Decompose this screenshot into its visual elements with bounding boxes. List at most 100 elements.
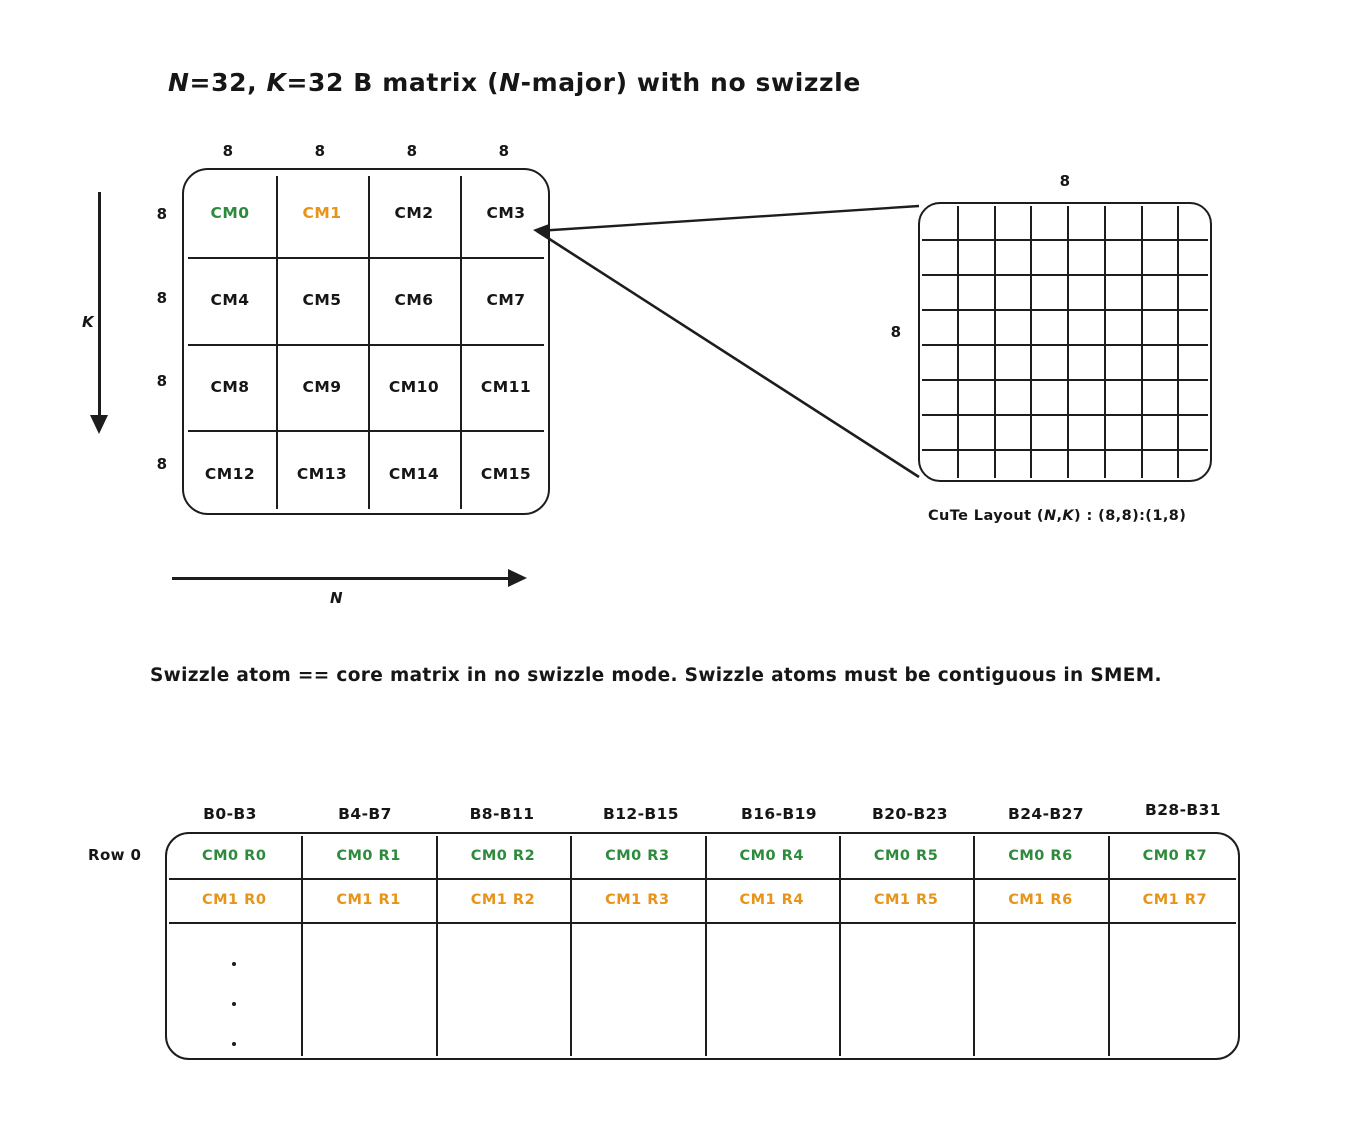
caption-seg-n: N (1043, 508, 1057, 524)
expanded-grid-top-dim: 8 (1059, 172, 1071, 190)
expanded-grid-caption: CuTe Layout (N,K) : (8,8):(1,8) (928, 508, 1186, 524)
byte-table-hline (169, 878, 1236, 880)
byte-table-cell-r0-c2: CM0 R2 (470, 848, 536, 864)
byte-table-cell-r0-c6: CM0 R6 (1008, 848, 1073, 864)
k-axis-line (98, 192, 101, 422)
core-matrix-cell-cm1: CM1 (302, 204, 342, 223)
k-axis-arrow-icon (90, 415, 108, 434)
expanded-grid-hline (922, 309, 1208, 311)
title-seg-4: =32 B matrix ( (286, 68, 500, 97)
core-matrix-cell-cm12: CM12 (204, 464, 256, 483)
byte-table-vline (1107, 836, 1110, 1056)
byte-table-cell-r2-c2 (436, 922, 570, 1062)
byte-table-header-7: B28-B31 (1144, 801, 1221, 819)
expanded-grid-hline (922, 414, 1208, 416)
byte-table-row-label: Row 0 (88, 846, 142, 864)
byte-table-vline (301, 836, 304, 1056)
byte-table-cell-r1-c1: CM1 R1 (336, 892, 401, 908)
byte-table-header-1: B4-B7 (338, 805, 392, 823)
expanded-core-matrix-grid (918, 202, 1212, 482)
core-matrix-cell-cm0: CM0 (210, 204, 250, 223)
byte-table-cell-r2-c3 (570, 922, 704, 1062)
page-title: N=32, K=32 B matrix (N-major) with no sw… (168, 68, 1068, 97)
byte-table-header-3: B12-B15 (602, 805, 679, 823)
byte-table-vline (973, 836, 976, 1056)
core-matrix-hline (188, 256, 544, 259)
byte-table-cell-r0-c0: CM0 R0 (201, 848, 267, 864)
caption-seg-1: CuTe Layout ( (928, 508, 1044, 524)
byte-table-cell-r2-c1 (301, 922, 435, 1062)
expanded-grid-vline (1067, 206, 1069, 478)
k-axis-label: K (82, 313, 95, 331)
expanded-grid-vline (1103, 206, 1106, 478)
core-matrix-col-dim-2: 8 (406, 142, 418, 160)
core-matrix-cell-cm6: CM6 (394, 291, 434, 310)
byte-table-vline (838, 836, 841, 1056)
core-matrix-hline (188, 343, 544, 346)
core-matrix-cell-cm2: CM2 (394, 204, 434, 223)
byte-table-cell-r1-c2: CM1 R2 (470, 892, 536, 908)
core-matrix-cell-cm10: CM10 (388, 377, 440, 396)
core-matrix-col-dim-3: 8 (498, 142, 510, 160)
core-matrix-row-dim-1: 8 (156, 289, 168, 307)
title-seg-2: =32, (189, 68, 267, 97)
byte-table-header-0: B0-B3 (203, 805, 257, 823)
core-matrix-vline (368, 176, 370, 509)
title-seg-k: K (266, 68, 287, 97)
byte-table-cell-r0-c7: CM0 R7 (1142, 848, 1208, 864)
title-seg-6: -major) with no swizzle (520, 68, 861, 97)
byte-table-cell-r1-c4: CM1 R4 (739, 892, 804, 908)
byte-table-vline (435, 836, 438, 1056)
core-matrix-row-dim-0: 8 (156, 205, 168, 223)
expanded-grid-hline (922, 344, 1208, 346)
byte-table-header-6: B24-B27 (1007, 805, 1084, 823)
byte-table-vertical-ellipsis-dot (232, 962, 237, 966)
core-matrix-cell-cm14: CM14 (388, 464, 440, 483)
byte-table-cell-r0-c4: CM0 R4 (739, 848, 804, 864)
byte-table-cell-r2-c6 (973, 922, 1107, 1062)
byte-table-hline (169, 922, 1236, 924)
byte-table-cell-r1-c0: CM1 R0 (201, 892, 267, 908)
byte-table-cell-r1-c5: CM1 R5 (873, 892, 939, 908)
byte-table-cell-r1-c6: CM1 R6 (1008, 892, 1073, 908)
expanded-grid-hline (922, 274, 1208, 276)
byte-table-cell-r2-c0 (167, 922, 301, 1062)
core-matrix-cell-cm5: CM5 (302, 291, 342, 310)
core-matrix-row-dim-2: 8 (156, 372, 168, 390)
byte-table-vertical-ellipsis-dot (232, 1002, 237, 1006)
core-matrix-cell-cm8: CM8 (210, 377, 250, 396)
core-matrix-cell-cm4: CM4 (210, 291, 250, 310)
core-matrix-cell-cm3: CM3 (486, 204, 526, 223)
core-matrix-col-dim-0: 8 (222, 142, 234, 160)
byte-table-cell-r0-c5: CM0 R5 (873, 848, 939, 864)
expanded-grid-hline (922, 239, 1208, 241)
n-axis-line (172, 577, 512, 580)
swizzle-atom-note: Swizzle atom == core matrix in no swizzl… (150, 665, 1162, 686)
byte-table-cell-r0-c3: CM0 R3 (605, 848, 670, 864)
byte-table-cell-r2-c7 (1108, 922, 1242, 1062)
expanded-grid-vline (1140, 206, 1143, 478)
byte-table-header-2: B8-B11 (469, 805, 535, 823)
byte-table-vline (570, 836, 573, 1056)
caption-seg-3: ) : (8,8):(1,8) (1074, 508, 1187, 524)
title-seg-n2: N (499, 68, 521, 97)
core-matrix-cell-cm13: CM13 (296, 464, 348, 483)
caption-seg-k: K (1062, 508, 1075, 524)
core-matrix-vline (276, 176, 278, 509)
title-seg-n: N (168, 68, 190, 97)
byte-table-cell-r1-c7: CM1 R7 (1142, 892, 1208, 908)
byte-table-header-4: B16-B19 (740, 805, 817, 823)
core-matrix-cell-cm7: CM7 (486, 291, 526, 310)
byte-table-vertical-ellipsis-dot (232, 1042, 237, 1046)
byte-table-vline (704, 836, 707, 1056)
caption-seg-2: , (1056, 508, 1063, 524)
expanded-grid-vline (993, 206, 996, 478)
expanded-grid-vline (1177, 206, 1180, 478)
byte-table-cell-r2-c4 (705, 922, 839, 1062)
byte-table-header-5: B20-B23 (871, 805, 948, 823)
n-axis-label: N (330, 589, 343, 607)
expanded-grid-vline (1030, 206, 1033, 478)
core-matrix-hline (188, 430, 544, 433)
core-matrix-cell-cm15: CM15 (480, 464, 532, 483)
